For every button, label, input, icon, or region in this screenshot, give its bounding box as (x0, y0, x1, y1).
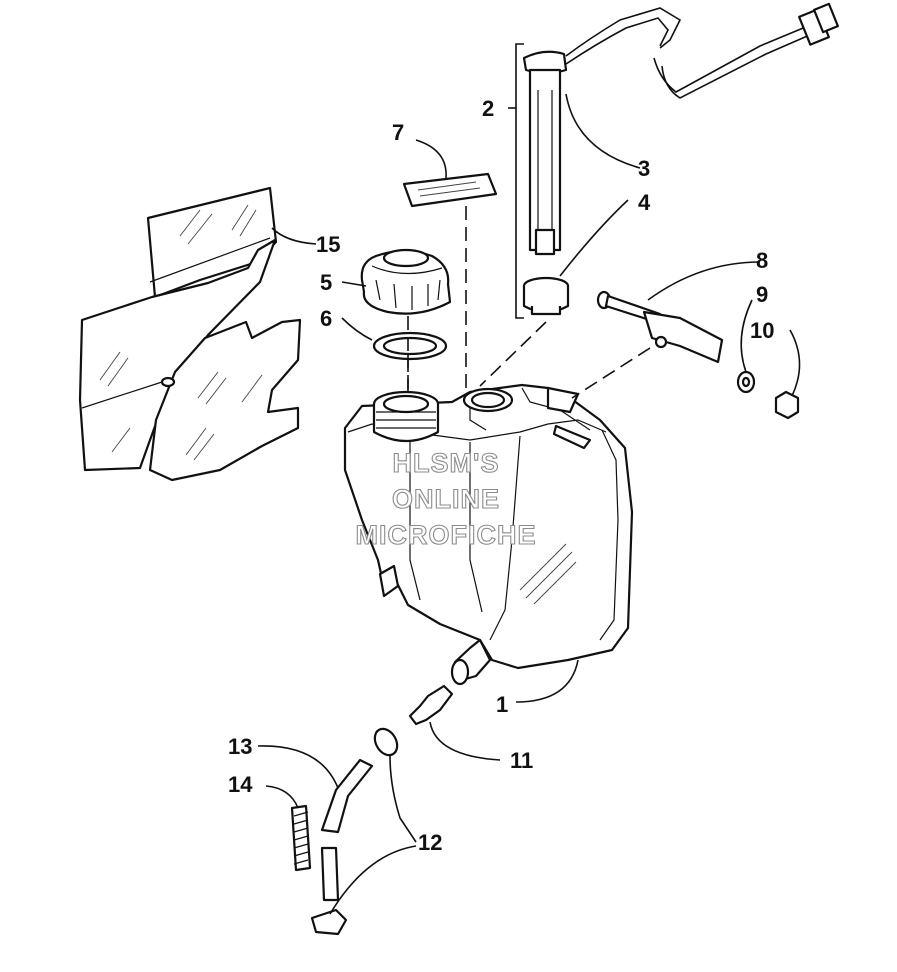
cap-gasket (372, 331, 448, 361)
callout-3: 3 (638, 156, 650, 181)
warning-label (402, 172, 498, 208)
watermark-line-1: HLSM'S (393, 448, 500, 478)
callout-7: 7 (392, 120, 404, 145)
callout-10: 10 (750, 318, 774, 343)
callout-11: 11 (510, 748, 533, 773)
callout-2: 2 (482, 96, 494, 121)
fuel-gauge (522, 2, 840, 316)
callout-9: 9 (756, 282, 768, 307)
callout-5: 5 (320, 270, 332, 295)
callout-12: 12 (418, 830, 442, 855)
callout-8: 8 (756, 248, 768, 273)
watermark-line-2: ONLINE (392, 484, 500, 514)
callout-15: 15 (316, 232, 340, 257)
fuel-line-parts (290, 684, 454, 936)
callout-1: 1 (496, 692, 508, 717)
callout-6: 6 (320, 306, 332, 331)
bracket-hardware (596, 290, 800, 420)
callouts: 1 2 3 4 5 6 7 8 9 10 11 12 13 14 15 (228, 96, 774, 855)
gas-cap (360, 248, 452, 315)
watermark-line-3: MICROFICHE (356, 520, 537, 550)
callout-13: 13 (228, 734, 252, 759)
fuel-tank (343, 383, 634, 686)
decal-panel (78, 186, 302, 482)
callout-4: 4 (638, 190, 651, 215)
callout-14: 14 (228, 772, 253, 797)
leader-lines (257, 43, 801, 915)
watermark: HLSM'S ONLINE MICROFICHE (355, 447, 537, 550)
